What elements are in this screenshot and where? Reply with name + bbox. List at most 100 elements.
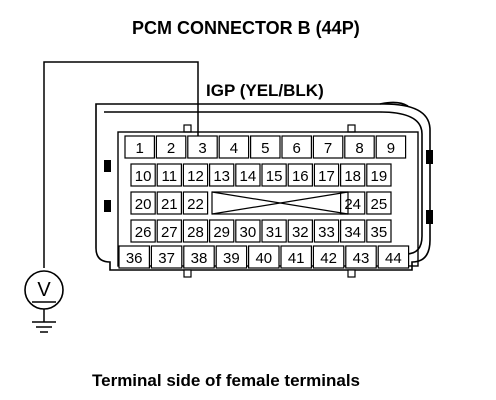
terminal-14-label: 14	[240, 168, 257, 185]
terminal-30-label: 30	[240, 224, 257, 241]
terminal-19-label: 19	[371, 168, 388, 185]
terminal-5-cell	[250, 135, 281, 159]
terminal-1-cell	[124, 135, 155, 159]
terminal-16-label: 16	[292, 168, 309, 185]
terminal-17-cell	[313, 163, 340, 187]
unused-terminal-area	[211, 191, 349, 215]
terminal-33-cell	[313, 219, 340, 243]
terminal-1-label: 1	[136, 140, 144, 157]
terminal-7-label: 7	[324, 140, 332, 157]
terminal-37-cell	[150, 245, 183, 269]
terminal-4-label: 4	[230, 140, 238, 157]
voltmeter-symbol: V	[37, 279, 51, 301]
terminal-8-cell	[344, 135, 375, 159]
terminal-6-label: 6	[293, 140, 301, 157]
terminal-41-cell	[280, 245, 312, 269]
terminal-20-cell	[130, 191, 156, 215]
key-tab-bottom-right	[347, 269, 356, 278]
terminal-10-label: 10	[135, 168, 152, 185]
terminal-28-label: 28	[187, 224, 204, 241]
terminal-22-label: 22	[187, 196, 204, 213]
terminal-12-cell	[182, 163, 209, 187]
terminal-38-cell	[183, 245, 215, 269]
terminal-26-label: 26	[135, 224, 152, 241]
terminal-38-label: 38	[191, 250, 208, 267]
terminal-29-label: 29	[213, 224, 230, 241]
terminal-17-label: 17	[318, 168, 335, 185]
terminal-11-label: 11	[162, 168, 178, 185]
ground-icon	[32, 309, 56, 333]
terminal-4-cell	[218, 135, 250, 159]
terminal-20-label: 20	[135, 196, 152, 213]
terminal-41-label: 41	[288, 250, 305, 267]
terminal-39-label: 39	[223, 250, 240, 267]
terminal-25-label: 25	[371, 196, 388, 213]
terminal-16-cell	[287, 163, 314, 187]
terminal-37-label: 37	[158, 250, 175, 267]
terminal-15-label: 15	[266, 168, 283, 185]
terminal-31-cell	[261, 219, 287, 243]
terminal-36-cell	[118, 245, 150, 269]
terminal-22-cell	[182, 191, 209, 215]
terminal-44-cell	[377, 245, 410, 269]
terminal-15-cell	[261, 163, 287, 187]
terminal-32-label: 32	[292, 224, 309, 241]
terminal-18-cell	[340, 163, 366, 187]
diagram-title: PCM CONNECTOR B (44P)	[132, 18, 360, 38]
terminal-42-cell	[312, 245, 345, 269]
terminal-2-label: 2	[167, 140, 175, 157]
terminal-9-cell	[375, 135, 407, 159]
terminal-27-label: 27	[161, 224, 178, 241]
terminal-21-label: 21	[161, 196, 178, 213]
terminal-13-cell	[209, 163, 235, 187]
terminal-25-cell	[366, 191, 392, 215]
terminal-28-cell	[182, 219, 209, 243]
terminal-7-cell	[312, 135, 344, 159]
terminal-26-cell	[130, 219, 156, 243]
voltmeter-icon: V	[24, 270, 64, 310]
terminal-2-cell	[155, 135, 187, 159]
terminal-18-label: 18	[344, 168, 361, 185]
terminal-35-label: 35	[371, 224, 388, 241]
terminal-44-label: 44	[385, 250, 402, 267]
terminal-3-cell	[187, 135, 218, 159]
terminal-39-cell	[215, 245, 248, 269]
terminal-8-label: 8	[355, 140, 363, 157]
terminal-27-cell	[156, 219, 182, 243]
key-tab-bottom-left	[183, 269, 192, 278]
terminal-34-cell	[340, 219, 366, 243]
wire-label: IGP (YEL/BLK)	[206, 81, 324, 100]
connector-housing	[95, 101, 431, 271]
terminal-40-label: 40	[255, 250, 272, 267]
clip-left-top	[104, 160, 111, 172]
terminal-13-label: 13	[213, 168, 230, 185]
probe-wire	[43, 61, 199, 268]
terminal-42-label: 42	[320, 250, 337, 267]
terminal-43-cell	[345, 245, 377, 269]
terminal-24-cell	[340, 191, 366, 215]
terminal-14-cell	[235, 163, 261, 187]
terminal-21-cell	[156, 191, 182, 215]
terminal-3-label: 3	[198, 140, 206, 157]
clip-right-top	[426, 150, 433, 164]
key-tab-top-left	[183, 124, 192, 133]
terminal-33-label: 33	[318, 224, 335, 241]
terminal-35-cell	[366, 219, 392, 243]
terminal-11-cell	[156, 163, 182, 187]
terminal-9-label: 9	[387, 140, 395, 157]
clip-right-bottom	[426, 210, 433, 224]
key-tab-top-right	[347, 124, 356, 133]
clip-left-mid	[104, 200, 111, 212]
terminal-31-label: 31	[266, 224, 283, 241]
terminal-40-cell	[248, 245, 280, 269]
terminal-6-cell	[281, 135, 312, 159]
terminal-5-label: 5	[261, 140, 269, 157]
terminal-43-label: 43	[353, 250, 370, 267]
terminal-19-cell	[366, 163, 392, 187]
terminal-24-label: 24	[344, 196, 361, 213]
terminal-29-cell	[209, 219, 235, 243]
terminal-12-label: 12	[187, 168, 204, 185]
